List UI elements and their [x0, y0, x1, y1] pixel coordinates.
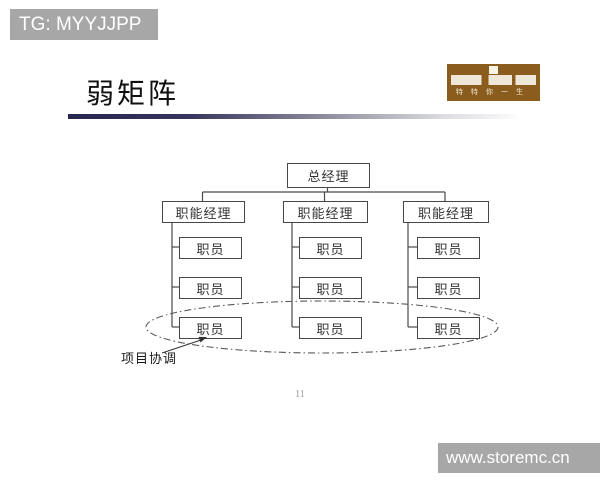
org-node-staff-3-1: 职员	[417, 237, 480, 259]
org-node-manager-1: 职能经理	[162, 201, 245, 223]
page-number: 11	[295, 389, 305, 400]
org-node-ceo: 总经理	[287, 163, 370, 188]
watermark-top-text: TG: MYYJJPP	[19, 13, 142, 35]
org-node-staff-1-3: 职员	[179, 317, 242, 339]
company-logo: 特特你一生	[447, 64, 540, 101]
org-node-staff-3-2: 职员	[417, 277, 480, 299]
org-node-staff-2-3: 职员	[299, 317, 362, 339]
logo-text-band	[451, 75, 536, 85]
watermark-bottom-text: www.storemc.cn	[446, 448, 570, 467]
watermark-top-banner: TG: MYYJJPP	[10, 9, 158, 40]
org-node-staff-2-2: 职员	[299, 277, 362, 299]
title-divider	[68, 114, 538, 119]
callout-label: 项目协调	[121, 351, 178, 366]
slide-title: 弱矩阵	[86, 79, 180, 110]
org-node-manager-2: 职能经理	[283, 201, 368, 223]
org-node-staff-1-1: 职员	[179, 237, 242, 259]
logo-emblem-icon	[489, 66, 498, 74]
org-node-manager-3: 职能经理	[403, 201, 489, 223]
org-node-staff-2-1: 职员	[299, 237, 362, 259]
org-node-staff-3-3: 职员	[417, 317, 480, 339]
logo-tagline: 特特你一生	[456, 88, 531, 96]
watermark-bottom-banner: www.storemc.cn	[438, 443, 600, 473]
org-node-staff-1-2: 职员	[179, 277, 242, 299]
